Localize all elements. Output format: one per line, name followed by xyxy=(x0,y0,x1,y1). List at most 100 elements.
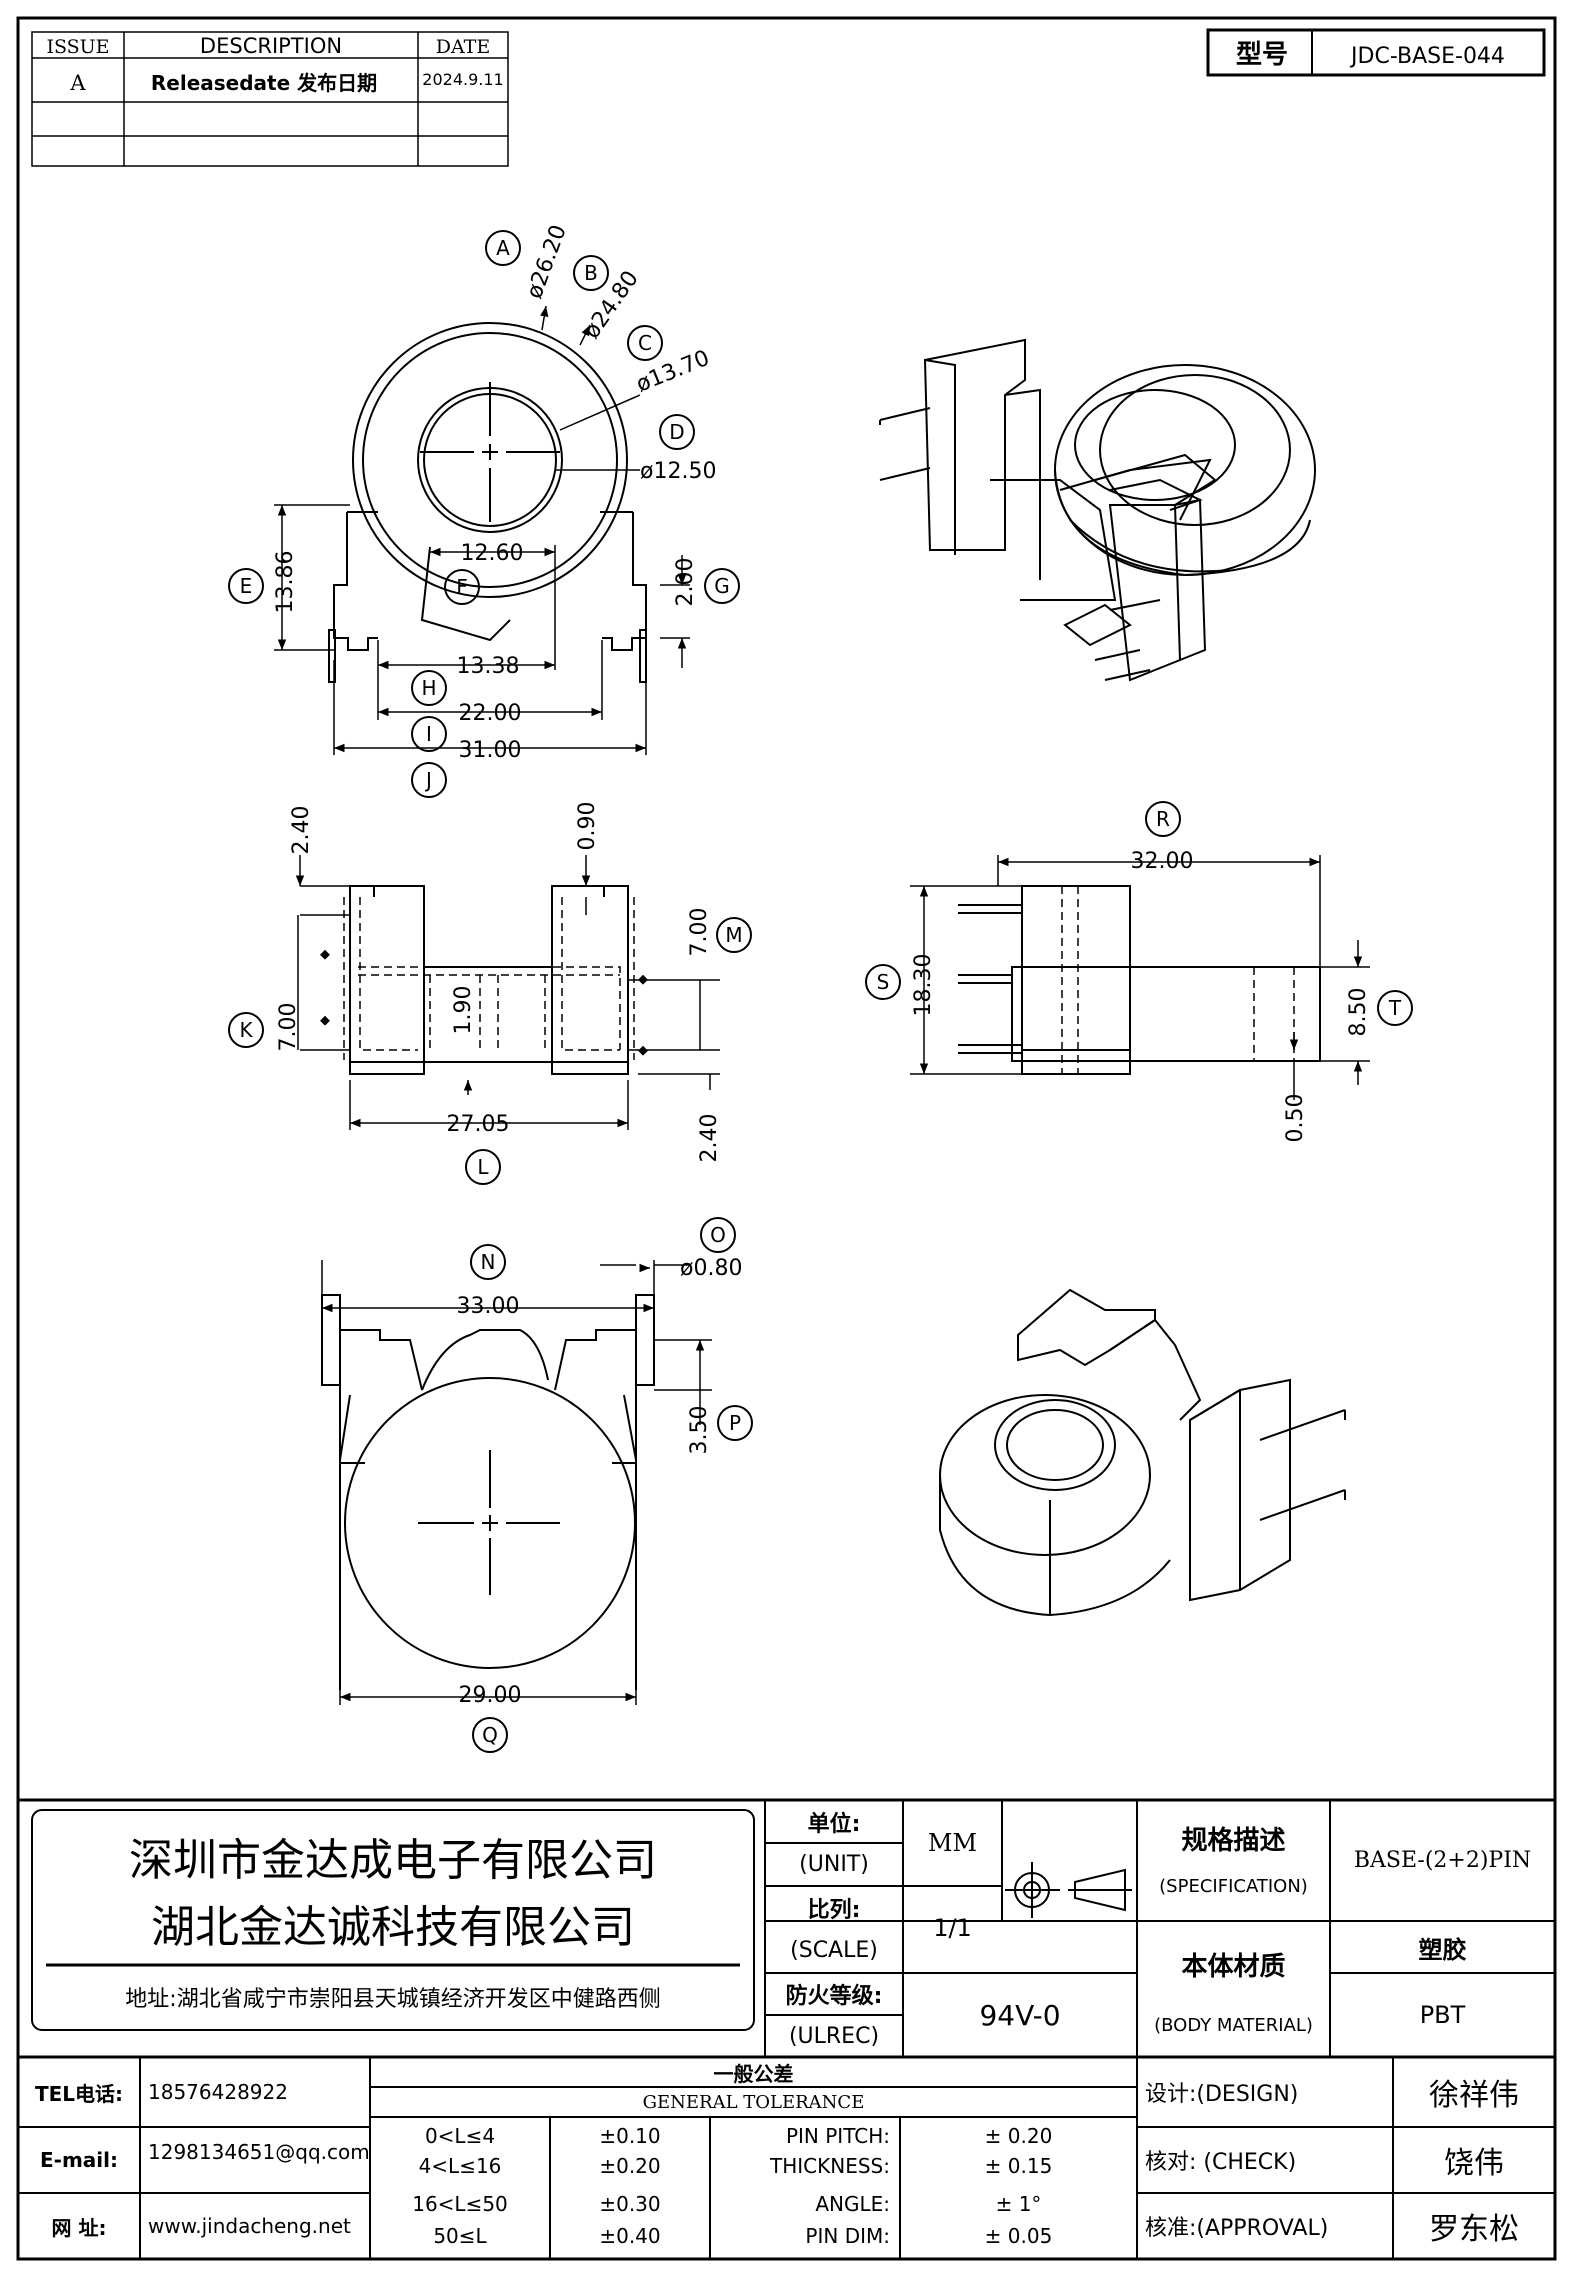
revision-issue: A xyxy=(69,71,86,95)
side-view-markers xyxy=(320,949,648,1056)
company-name-shenzhen: 深圳市金达成电子有限公司 xyxy=(129,1835,657,1886)
isometric-view-2 xyxy=(939,1288,1346,1617)
callout-r: R xyxy=(1156,807,1170,831)
bottom-view-dimensions xyxy=(321,1260,712,1705)
dim-f: 12.60 xyxy=(461,541,524,566)
dim-g: 2.00 xyxy=(673,558,698,607)
callout-n: N xyxy=(481,1250,496,1274)
tolerance-title-en: GENERAL TOLERANCE xyxy=(642,2091,865,2113)
callout-t: T xyxy=(1388,996,1402,1020)
revision-header-description: DESCRIPTION xyxy=(200,34,342,58)
dim-n: 33.00 xyxy=(457,1294,520,1319)
dim-side-bottom-2-40: 2.40 xyxy=(697,1114,722,1163)
material-value: PBT xyxy=(1419,2001,1466,2029)
callout-g: G xyxy=(714,574,730,598)
check-label: 核对: (CHECK) xyxy=(1145,2150,1297,2175)
dim-p: 3.50 xyxy=(687,1406,712,1455)
end-view-dimensions xyxy=(910,855,1370,1100)
tel-label: TEL电话: xyxy=(34,2081,124,2106)
angle-value: ± 1° xyxy=(995,2192,1042,2216)
dim-k: 7.00 xyxy=(276,1003,301,1052)
scale-label-en: (SCALE) xyxy=(790,1938,878,1963)
design-label: 设计:(DESIGN) xyxy=(1145,2082,1299,2107)
tolerance-range-1: 0<L≤4 xyxy=(424,2124,496,2148)
revision-header-issue: ISSUE xyxy=(46,36,109,58)
company-box xyxy=(31,1809,755,2031)
dim-q: 29.00 xyxy=(459,1683,522,1708)
revision-date: 2024.9.11 xyxy=(422,70,503,89)
revision-description: Releasedate 发布日期 xyxy=(151,71,377,95)
company-address: 地址:湖北省咸宁市崇阳县天城镇经济开发区中健路西侧 xyxy=(125,1987,661,2012)
tolerance-title-cn: 一般公差 xyxy=(713,2061,794,2086)
bottom-view xyxy=(321,1294,655,1690)
callout-letters: A B C D E F G H I J K L M N O P Q R S T xyxy=(239,236,1401,1747)
model-box xyxy=(1206,28,1546,77)
unit-label: 单位: xyxy=(807,1811,861,1837)
material-label: 本体材质 xyxy=(1181,1951,1286,1982)
callout-d: D xyxy=(669,420,684,444)
model-value: JDC-BASE-044 xyxy=(1349,44,1505,69)
tolerance-value-2: ±0.20 xyxy=(599,2154,661,2178)
tolerance-value-4: ±0.40 xyxy=(599,2224,661,2248)
fire-rating-label: 防火等级: xyxy=(785,1984,883,2009)
dim-side-1-90: 1.90 xyxy=(451,986,476,1035)
fire-rating-value: 94V-0 xyxy=(979,1998,1061,2032)
fire-rating-label-en: (ULREC) xyxy=(788,2023,880,2049)
dim-s: 18.30 xyxy=(911,954,936,1017)
callout-s: S xyxy=(877,970,890,994)
thickness-value: ± 0.15 xyxy=(984,2154,1053,2178)
side-view xyxy=(343,885,635,1075)
tolerance-range-4: 50≤L xyxy=(433,2224,487,2248)
callout-o: O xyxy=(710,1223,726,1247)
spec-label-en: (SPECIFICATION) xyxy=(1159,1875,1308,1897)
angle-label: ANGLE: xyxy=(815,2192,890,2216)
callout-c: C xyxy=(638,331,652,355)
callout-k: K xyxy=(239,1018,253,1042)
sheet-border xyxy=(16,16,1557,2261)
material-label-en: (BODY MATERIAL) xyxy=(1154,2014,1313,2036)
callout-i: I xyxy=(426,722,432,746)
top-view-dimensions xyxy=(274,305,690,755)
dim-side-0-90: 0.90 xyxy=(575,802,600,851)
title-block-grid xyxy=(18,1798,1555,2259)
callout-m: M xyxy=(725,923,742,947)
callout-p: P xyxy=(729,1411,741,1435)
tolerance-range-2: 4<L≤16 xyxy=(418,2154,502,2178)
isometric-view-1 xyxy=(879,338,1316,682)
dim-a: ø26.20 xyxy=(522,222,572,302)
pin-pitch-label: PIN PITCH: xyxy=(785,2124,890,2148)
tel-value: 18576428922 xyxy=(148,2080,288,2104)
dim-end-0-50: 0.50 xyxy=(1283,1094,1308,1143)
unit-value: MM xyxy=(927,1829,978,1857)
scale-label: 比列: xyxy=(807,1897,861,1923)
unit-label-en: (UNIT) xyxy=(799,1852,869,1877)
approval-label: 核准:(APPROVAL) xyxy=(1145,2216,1329,2241)
callout-q: Q xyxy=(482,1723,498,1747)
pin-pitch-value: ± 0.20 xyxy=(984,2124,1053,2148)
projection-symbol-icon xyxy=(1005,1862,1132,1918)
web-label: 网 址: xyxy=(51,2215,107,2240)
material-value-cn: 塑胶 xyxy=(1418,1935,1467,1964)
callout-j: J xyxy=(424,768,432,792)
thickness-label: THICKNESS: xyxy=(770,2154,890,2178)
pin-dim-label: PIN DIM: xyxy=(805,2224,890,2248)
dim-d: ø12.50 xyxy=(640,459,716,484)
model-label: 型号 xyxy=(1236,40,1288,70)
side-view-dimensions xyxy=(295,855,720,1130)
web-value[interactable]: www.jindacheng.net xyxy=(148,2214,351,2238)
callout-e: E xyxy=(240,574,253,598)
callout-h: H xyxy=(421,676,436,700)
top-view xyxy=(328,322,647,683)
spec-label: 规格描述 xyxy=(1181,1825,1286,1856)
callout-a: A xyxy=(496,236,510,260)
email-value[interactable]: 1298134651@qq.com xyxy=(148,2140,370,2164)
dim-side-2-40: 2.40 xyxy=(289,806,314,855)
spec-value: BASE-(2+2)PIN xyxy=(1353,1847,1532,1873)
callout-f: F xyxy=(456,575,468,599)
email-label: E-mail: xyxy=(39,2148,118,2172)
callout-markers xyxy=(228,230,1413,1753)
dim-i: 22.00 xyxy=(459,701,522,726)
design-name: 徐祥伟 xyxy=(1429,2078,1519,2113)
revision-table xyxy=(31,31,509,167)
callout-l: L xyxy=(477,1155,489,1179)
